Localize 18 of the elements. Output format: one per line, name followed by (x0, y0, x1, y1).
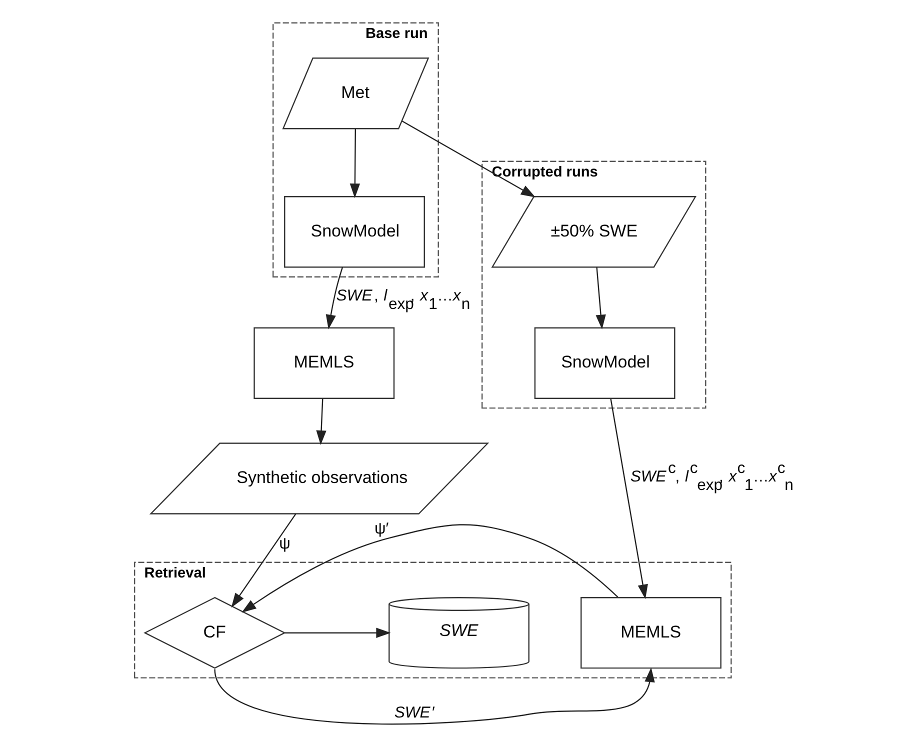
node-box: SnowModel (534, 327, 676, 399)
node-box: MEMLS (580, 597, 722, 669)
arrow (326, 266, 344, 330)
arrow (350, 128, 360, 198)
node-box: MEMLS (254, 327, 395, 399)
arrow (402, 120, 536, 198)
node-box: SnowModel (284, 196, 425, 268)
node-diamond: CF (144, 596, 286, 669)
arrow (284, 628, 391, 638)
edge-label: ψ′ (374, 520, 389, 538)
arrow (316, 398, 326, 446)
edge-label: ψ (279, 535, 290, 552)
edge-label: SWE′ (394, 704, 435, 722)
arrow (214, 667, 655, 725)
arrow (610, 398, 648, 600)
arrow (231, 513, 296, 608)
arrow (596, 267, 606, 330)
arrow (242, 524, 618, 613)
